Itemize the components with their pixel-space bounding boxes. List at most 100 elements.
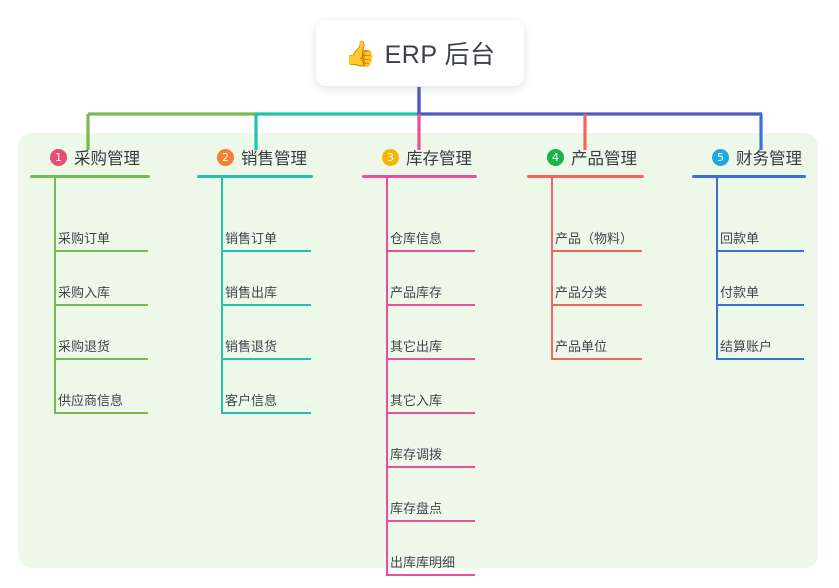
leaf-underline [388, 574, 475, 576]
leaf-node[interactable]: 结算账户 [718, 330, 804, 360]
leaf-label: 产品（物料） [555, 231, 634, 246]
leaf-node[interactable]: 产品分类 [553, 276, 642, 306]
branch-column-库存管理: 3 库存管理仓库信息产品库存其它出库其它入库库存调拨库存盘点出库库明细 [362, 143, 507, 576]
branch-title: 库存管理 [406, 150, 472, 168]
leaf-node[interactable]: 销售出库 [223, 276, 311, 306]
leaf-node[interactable]: 销售订单 [223, 222, 311, 252]
branch-column-采购管理: 1 采购管理采购订单采购入库采购退货供应商信息 [30, 143, 180, 414]
branch-title: 采购管理 [74, 150, 140, 168]
leaf-node[interactable]: 采购订单 [56, 222, 148, 252]
leaf-node[interactable]: 产品库存 [388, 276, 475, 306]
leaf-underline [223, 412, 311, 414]
leaf-underline [223, 358, 311, 360]
leaf-node[interactable]: 出库库明细 [388, 546, 475, 576]
leaf-underline [388, 304, 475, 306]
branch-number-badge: 5 [712, 148, 729, 166]
leaf-node[interactable]: 其它入库 [388, 384, 475, 414]
leaf-label: 其它出库 [390, 339, 443, 354]
leaf-node[interactable]: 回款单 [718, 222, 804, 252]
leaf-underline [223, 304, 311, 306]
leaf-list: 销售订单销售出库销售退货客户信息 [197, 178, 343, 414]
leaf-node[interactable]: 其它出库 [388, 330, 475, 360]
leaf-label: 回款单 [720, 231, 760, 246]
leaf-label: 采购入库 [58, 285, 111, 300]
leaf-label: 其它入库 [390, 393, 443, 408]
leaf-underline [56, 304, 148, 306]
branch-spine [221, 178, 223, 414]
leaf-node[interactable]: 客户信息 [223, 384, 311, 414]
branch-number-badge: 2 [217, 148, 234, 166]
leaf-underline [223, 250, 311, 252]
leaf-underline [56, 250, 148, 252]
branch-number-badge: 1 [50, 148, 67, 166]
branch-underline [30, 175, 150, 178]
branch-underline [197, 175, 313, 178]
leaf-underline [553, 250, 642, 252]
branch-underline [692, 175, 806, 178]
branch-column-财务管理: 5 财务管理回款单付款单结算账户 [692, 143, 836, 360]
leaf-list: 仓库信息产品库存其它出库其它入库库存调拨库存盘点出库库明细 [362, 178, 507, 576]
leaf-label: 结算账户 [720, 339, 773, 354]
leaf-label: 产品单位 [555, 339, 608, 354]
leaf-list: 回款单付款单结算账户 [692, 178, 836, 360]
branch-number-badge: 3 [382, 148, 399, 166]
leaf-node[interactable]: 库存盘点 [388, 492, 475, 522]
leaf-node[interactable]: 采购入库 [56, 276, 148, 306]
leaf-node[interactable]: 付款单 [718, 276, 804, 306]
leaf-list: 采购订单采购入库采购退货供应商信息 [30, 178, 180, 414]
branch-spine [54, 178, 56, 414]
leaf-label: 仓库信息 [390, 231, 443, 246]
leaf-label: 采购订单 [58, 231, 111, 246]
branch-header-财务管理[interactable]: 5 财务管理 [692, 143, 836, 171]
leaf-label: 产品库存 [390, 285, 443, 300]
branch-spine [386, 178, 388, 576]
leaf-label: 产品分类 [555, 285, 608, 300]
branch-underline [527, 175, 644, 178]
branches-panel [18, 133, 818, 568]
leaf-label: 付款单 [720, 285, 760, 300]
leaf-underline [388, 412, 475, 414]
thumbs-up-icon: 👍 [344, 38, 376, 68]
leaf-node[interactable]: 采购退货 [56, 330, 148, 360]
leaf-node[interactable]: 产品单位 [553, 330, 642, 360]
leaf-underline [56, 358, 148, 360]
root-node-title: ERP 后台 [384, 41, 496, 69]
branch-underline [362, 175, 477, 178]
leaf-label: 销售订单 [225, 231, 278, 246]
root-node-erp-backend[interactable]: 👍 ERP 后台 [316, 20, 524, 86]
leaf-label: 客户信息 [225, 393, 278, 408]
branch-header-库存管理[interactable]: 3 库存管理 [362, 143, 507, 171]
leaf-node[interactable]: 产品（物料） [553, 222, 642, 252]
branch-title: 财务管理 [736, 150, 802, 168]
leaf-label: 供应商信息 [58, 393, 124, 408]
leaf-underline [718, 358, 804, 360]
branch-spine [716, 178, 718, 360]
branch-title: 产品管理 [571, 150, 637, 168]
leaf-node[interactable]: 仓库信息 [388, 222, 475, 252]
leaf-label: 库存盘点 [390, 501, 443, 516]
leaf-node[interactable]: 供应商信息 [56, 384, 148, 414]
leaf-label: 采购退货 [58, 339, 111, 354]
branch-header-采购管理[interactable]: 1 采购管理 [30, 143, 180, 171]
leaf-label: 出库库明细 [390, 555, 456, 570]
leaf-underline [56, 412, 148, 414]
leaf-label: 销售退货 [225, 339, 278, 354]
leaf-label: 销售出库 [225, 285, 278, 300]
leaf-underline [388, 466, 475, 468]
leaf-underline [553, 358, 642, 360]
leaf-underline [718, 250, 804, 252]
leaf-underline [718, 304, 804, 306]
leaf-underline [388, 520, 475, 522]
leaf-underline [388, 358, 475, 360]
leaf-underline [553, 304, 642, 306]
leaf-node[interactable]: 库存调拨 [388, 438, 475, 468]
branch-spine [551, 178, 553, 360]
leaf-underline [388, 250, 475, 252]
leaf-node[interactable]: 销售退货 [223, 330, 311, 360]
leaf-label: 库存调拨 [390, 447, 443, 462]
